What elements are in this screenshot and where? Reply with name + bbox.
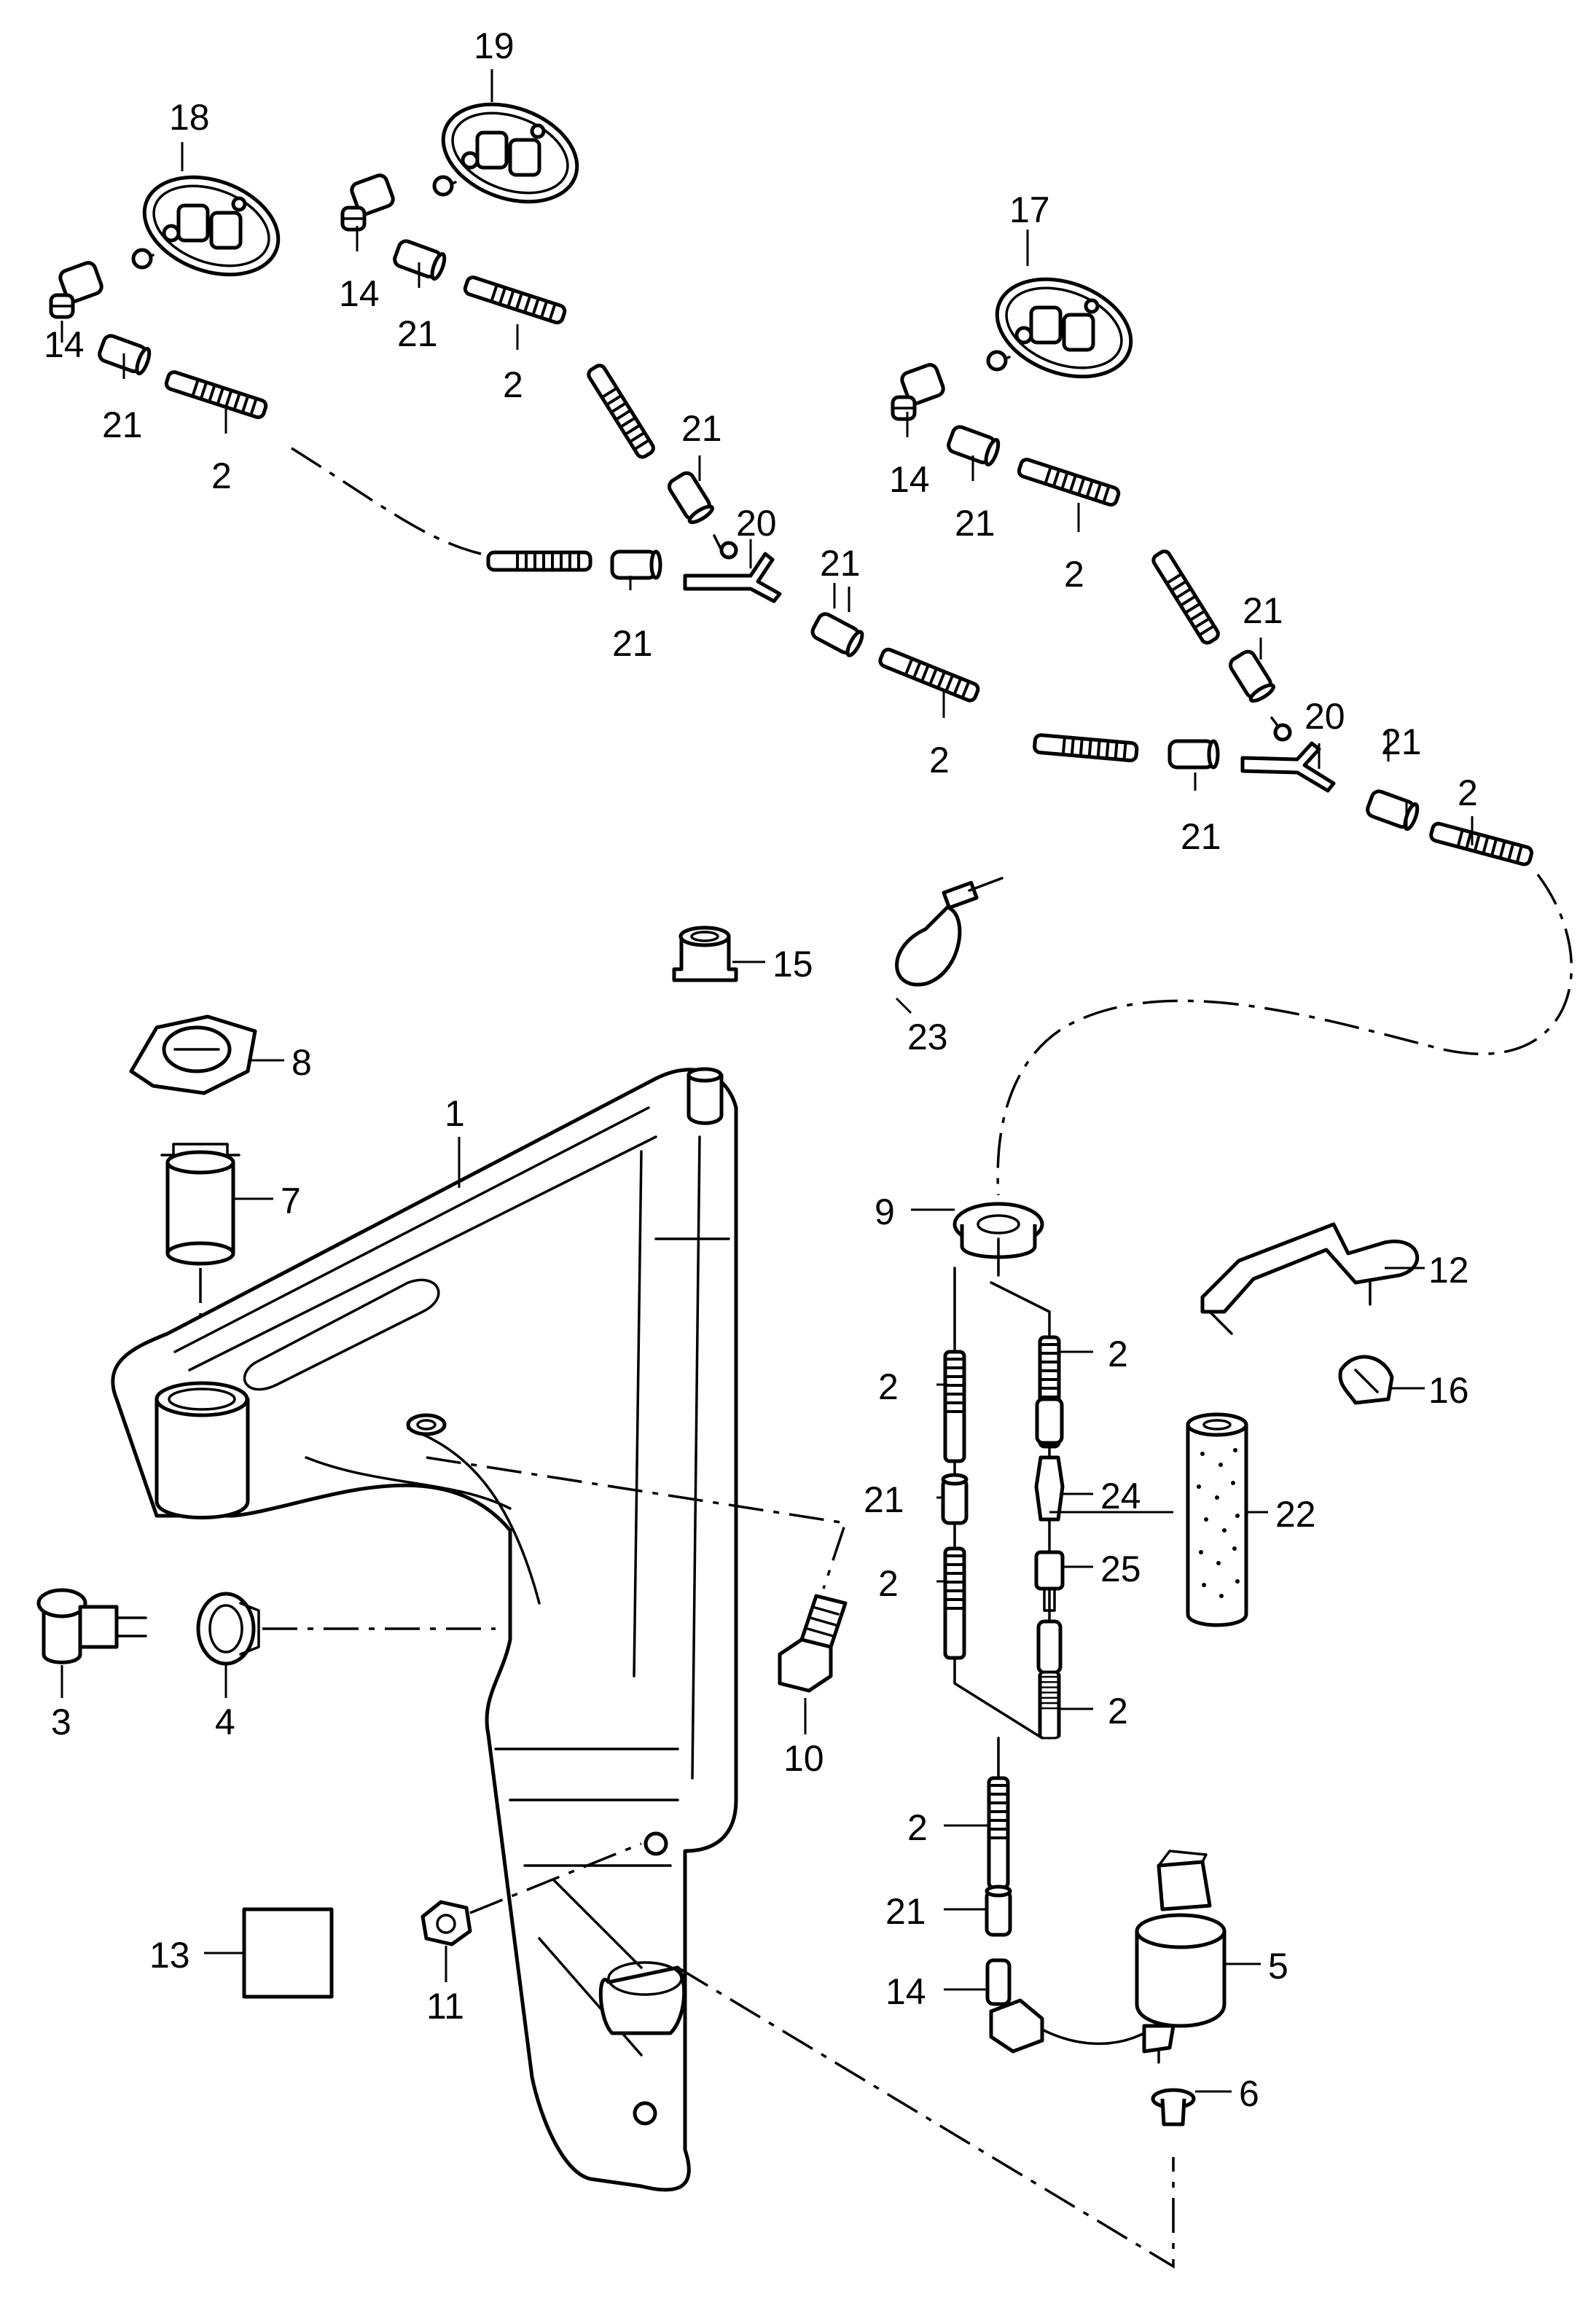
elbow-connector-14-c xyxy=(893,363,945,419)
label-18: 18 xyxy=(169,97,210,138)
label-25: 25 xyxy=(1100,1549,1141,1589)
nozzle-19 xyxy=(430,87,591,219)
centerline-right-route xyxy=(996,873,1573,1196)
label-14-a: 14 xyxy=(44,324,85,365)
label-2-d: 2 xyxy=(929,740,950,780)
label-21-f: 21 xyxy=(612,623,653,664)
label-21-b: 21 xyxy=(397,313,438,354)
label-13: 13 xyxy=(149,1935,190,1976)
cable-tie-23 xyxy=(895,877,1004,987)
label-2-h: 2 xyxy=(878,1563,899,1604)
label-12: 12 xyxy=(1428,1250,1469,1291)
level-sensor-3 xyxy=(36,1588,147,1664)
seal-4 xyxy=(196,1592,260,1666)
cap-15 xyxy=(672,925,738,982)
label-16: 16 xyxy=(1428,1370,1469,1411)
label-6: 6 xyxy=(1239,2073,1259,2114)
hose-stack-left xyxy=(943,1352,966,1658)
label-1: 1 xyxy=(445,1093,465,1134)
leader-lines xyxy=(60,69,1474,2093)
label-20-a: 20 xyxy=(736,503,777,544)
centerline-nut xyxy=(469,1842,642,1914)
label-20-b: 20 xyxy=(1304,696,1345,737)
hose-middle-run xyxy=(488,541,1533,866)
label-21-e: 21 xyxy=(1243,590,1283,631)
nut-11 xyxy=(420,1900,472,1946)
label-14-b: 14 xyxy=(339,273,380,314)
label-5: 5 xyxy=(1268,1946,1288,1987)
label-23: 23 xyxy=(907,1017,948,1057)
part-labels: 18 19 17 14 14 14 21 21 21 21 21 21 21 2… xyxy=(44,26,1478,2114)
label-21-d: 21 xyxy=(681,408,722,449)
label-8: 8 xyxy=(292,1042,312,1083)
washer-reservoir-1 xyxy=(111,1067,738,2192)
label-9: 9 xyxy=(875,1191,895,1232)
nozzle-18 xyxy=(131,160,292,292)
label-2-g: 2 xyxy=(878,1366,899,1407)
bolt-10 xyxy=(778,1594,848,1693)
label-21-c: 21 xyxy=(955,503,995,544)
hose-stack-right xyxy=(1034,1337,1065,1738)
centerline-left-hose xyxy=(291,447,482,555)
label-19: 19 xyxy=(474,26,515,66)
label-21-k: 21 xyxy=(885,1891,926,1932)
label-2-j: 2 xyxy=(907,1807,928,1848)
part-13-box xyxy=(242,1907,334,1999)
clip-16 xyxy=(1338,1355,1394,1405)
label-22: 22 xyxy=(1275,1494,1316,1535)
pump-grommet-6 xyxy=(1151,2088,1196,2126)
centerline-pump xyxy=(677,1966,1175,2269)
label-10: 10 xyxy=(783,1738,824,1779)
protective-sleeve-22 xyxy=(1186,1412,1248,1627)
label-7: 7 xyxy=(281,1181,301,1221)
label-21-i: 21 xyxy=(1381,721,1422,762)
label-2-b: 2 xyxy=(503,364,523,405)
elbow-connector-14-a xyxy=(51,261,103,317)
label-2-c: 2 xyxy=(1064,554,1084,595)
nozzle-17 xyxy=(984,262,1145,394)
label-2-i: 2 xyxy=(1108,1691,1128,1731)
label-14-c: 14 xyxy=(889,459,930,500)
filler-cap-8 xyxy=(129,1014,257,1095)
label-2-e: 2 xyxy=(1458,772,1478,813)
washer-pump-5 xyxy=(1135,1850,1227,2064)
label-17: 17 xyxy=(1009,189,1050,230)
filler-strainer-7 xyxy=(160,1143,240,1266)
centerline-bolt xyxy=(426,1456,848,1589)
label-11: 11 xyxy=(426,1986,464,2027)
label-2-f: 2 xyxy=(1108,1334,1128,1374)
pump-connector xyxy=(989,1998,1146,2054)
label-2-a: 2 xyxy=(211,455,232,496)
label-14-d: 14 xyxy=(885,1971,926,2012)
label-4: 4 xyxy=(215,1702,235,1742)
label-21-a: 21 xyxy=(102,404,143,445)
hose-stack-bottom xyxy=(987,1737,1010,2006)
label-24: 24 xyxy=(1100,1476,1141,1517)
bracket-12 xyxy=(1200,1222,1420,1335)
label-15: 15 xyxy=(772,944,813,985)
hose-branch-right xyxy=(947,425,1284,734)
label-21-g: 21 xyxy=(820,543,861,584)
hose-branch-left xyxy=(98,239,723,552)
label-21-j: 21 xyxy=(864,1479,904,1520)
label-3: 3 xyxy=(51,1702,71,1742)
label-21-h: 21 xyxy=(1181,816,1221,857)
elbow-connector-14-b xyxy=(343,173,395,230)
